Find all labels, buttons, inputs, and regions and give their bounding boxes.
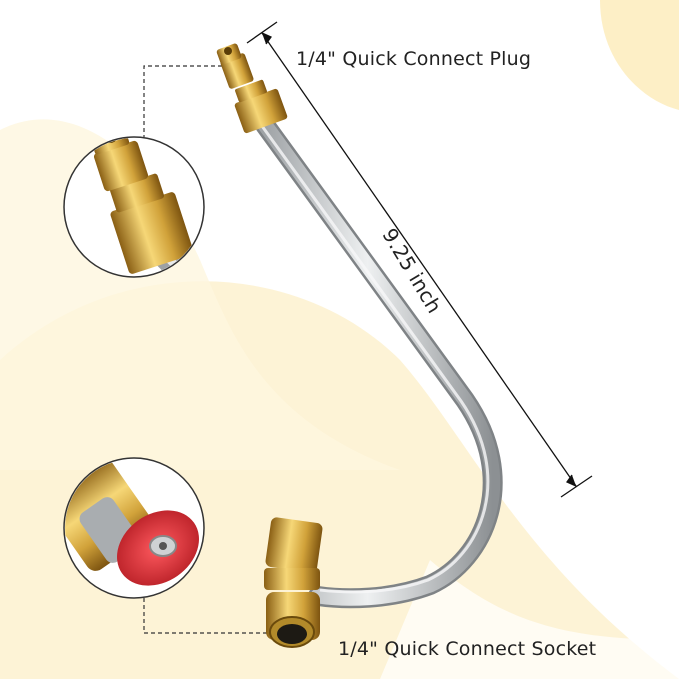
leader-lines — [143, 65, 268, 634]
quick-connect-plug — [216, 43, 288, 134]
socket-zoom-circle — [63, 457, 205, 599]
socket-label: 1/4" Quick Connect Socket — [338, 638, 597, 660]
plug-zoom-circle — [63, 136, 205, 278]
plug-label: 1/4" Quick Connect Plug — [296, 48, 532, 70]
quick-connect-socket — [264, 517, 323, 648]
stainless-pipe — [255, 115, 503, 609]
dimension-line — [246, 21, 593, 498]
